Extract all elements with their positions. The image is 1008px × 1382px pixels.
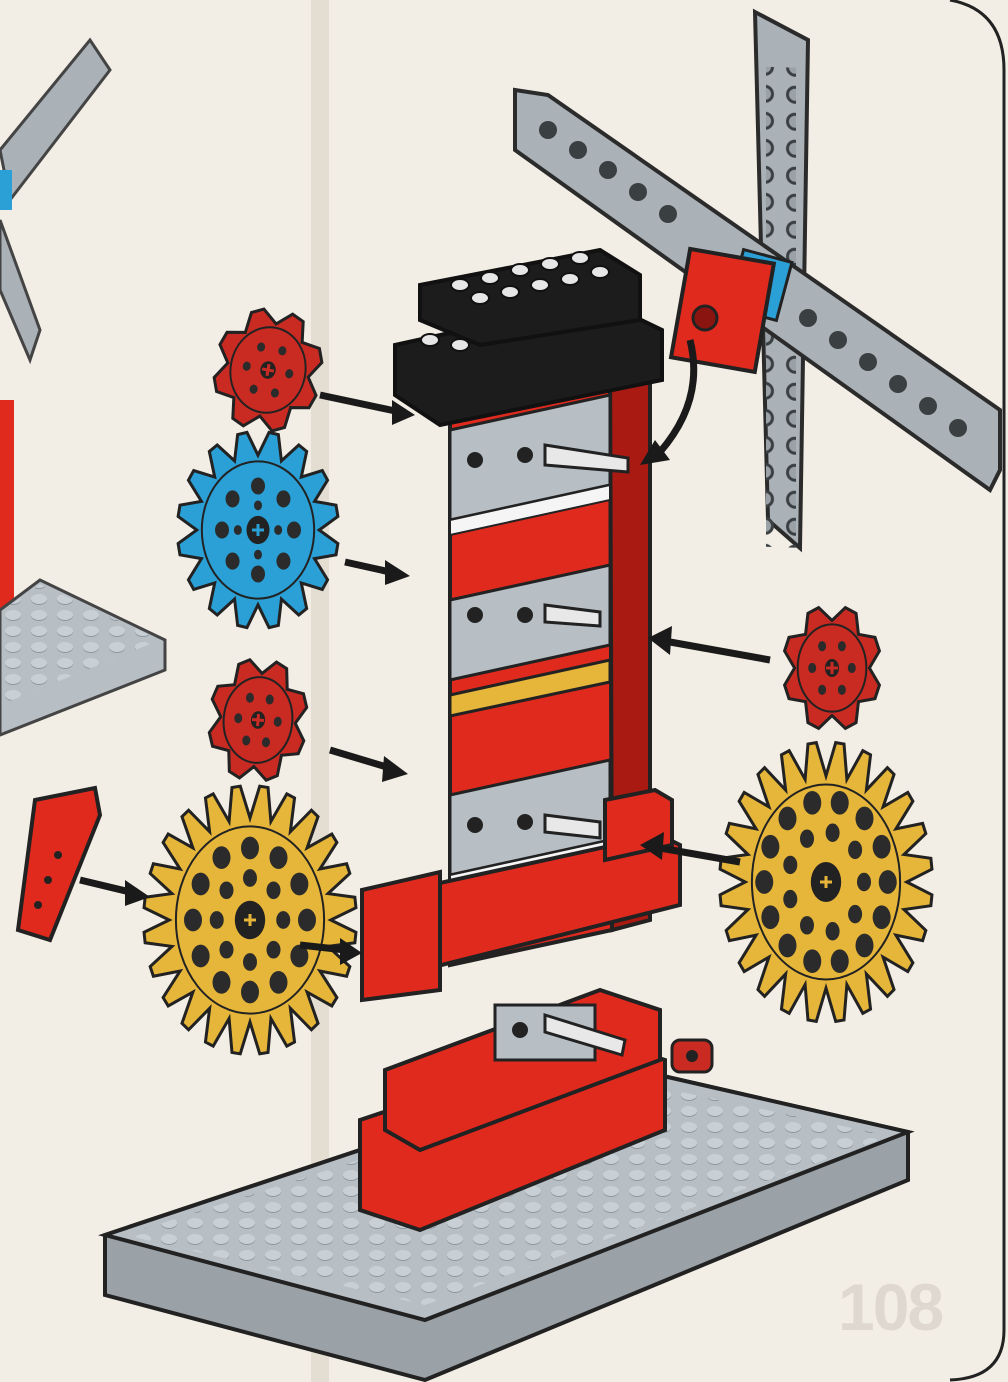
red-beam-with-holes xyxy=(18,788,100,940)
page-number: 108 xyxy=(838,1270,942,1344)
previous-tower xyxy=(0,400,14,620)
red-hub xyxy=(671,249,774,372)
previous-model xyxy=(0,40,165,735)
small-red-gear-top xyxy=(207,303,330,438)
cross-brick-left xyxy=(362,872,440,1000)
red-bushing xyxy=(672,1040,712,1072)
axle-end xyxy=(693,306,717,330)
page-edge xyxy=(950,0,1004,1380)
previous-hub xyxy=(0,170,12,210)
previous-sail-1 xyxy=(0,40,110,200)
yellow-gear-right xyxy=(720,743,932,1022)
small-red-gear-right xyxy=(785,608,880,729)
previous-sail-2 xyxy=(0,220,40,360)
small-red-gear-middle xyxy=(206,657,311,783)
tower xyxy=(360,250,680,1230)
